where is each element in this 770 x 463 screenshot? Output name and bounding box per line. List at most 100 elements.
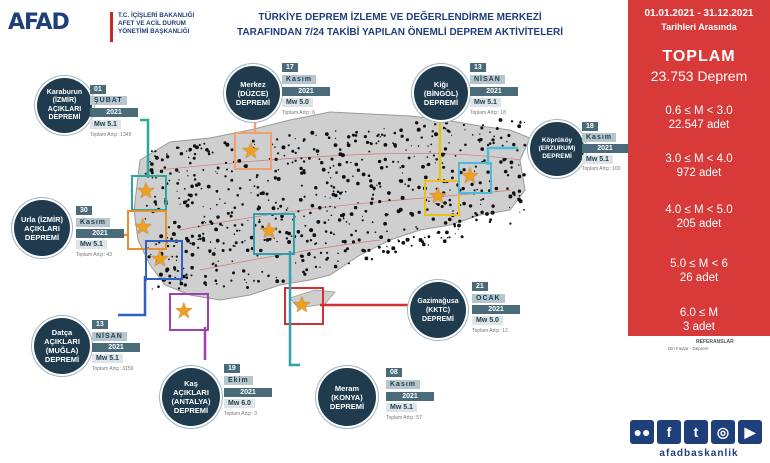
- earthquake-dot: [377, 140, 380, 143]
- erzurum-card[interactable]: Köprüköy (ERZURUM) DEPREMİ: [530, 122, 584, 176]
- earthquake-dot: [197, 234, 202, 238]
- konya-card[interactable]: Meram (KONYA) DEPREMİ: [318, 368, 376, 426]
- earthquake-dot: [224, 175, 227, 178]
- earthquake-dot: [204, 283, 207, 287]
- earthquake-dot: [377, 245, 381, 249]
- earthquake-dot: [434, 132, 438, 137]
- earthquake-dot: [391, 246, 396, 251]
- star-icon[interactable]: ★: [460, 163, 480, 188]
- bingol-card[interactable]: Kiğı (BİNGÖL) DEPREMİ: [414, 66, 468, 120]
- earthquake-dot: [190, 252, 195, 257]
- earthquake-dot: [177, 146, 180, 149]
- earthquake-dot: [242, 269, 246, 273]
- quake-month: OCAK: [472, 294, 505, 303]
- earthquake-dot: [443, 201, 447, 205]
- earthquake-dot: [219, 198, 221, 200]
- quake-month: Kasım: [282, 75, 317, 84]
- star-icon[interactable]: ★: [136, 178, 156, 203]
- earthquake-dot: [294, 138, 296, 140]
- earthquake-dot: [267, 274, 270, 278]
- instagram-icon[interactable]: ◎: [711, 420, 735, 444]
- earthquake-dot: [160, 158, 164, 162]
- earthquake-dot: [314, 186, 318, 190]
- earthquake-dot: [340, 153, 345, 158]
- earthquake-dot: [241, 203, 244, 206]
- quake-year: 2021: [582, 144, 628, 153]
- earthquake-dot: [204, 274, 207, 278]
- youtube-icon[interactable]: ▶: [738, 420, 762, 444]
- earthquake-dot: [388, 198, 391, 202]
- quake-month: Ekim: [224, 376, 253, 385]
- earthquake-dot: [399, 166, 402, 169]
- earthquake-dot: [400, 134, 404, 138]
- earthquake-dot: [173, 266, 176, 270]
- facebook-icon[interactable]: f: [657, 420, 681, 444]
- earthquake-dot: [274, 169, 277, 173]
- earthquake-dot: [171, 232, 176, 237]
- earthquake-dot: [504, 158, 507, 161]
- earthquake-dot: [493, 135, 496, 138]
- earthquake-dot: [519, 120, 522, 123]
- earthquake-dot: [518, 164, 520, 166]
- quake-year: 2021: [76, 229, 124, 238]
- urla-card[interactable]: Urla (İZMİR) AÇIKLARI DEPREMİ: [14, 200, 70, 256]
- earthquake-dot: [367, 130, 370, 133]
- earthquake-dot: [319, 266, 321, 268]
- quake-year: 2021: [386, 392, 434, 401]
- duzce-card[interactable]: Merkez (DÜZCE) DEPREMİ: [226, 66, 280, 120]
- earthquake-dot: [480, 126, 484, 130]
- earthquake-dot: [392, 142, 394, 144]
- earthquake-dot: [193, 152, 197, 156]
- flickr-icon[interactable]: ●●: [630, 420, 654, 444]
- earthquake-dot: [253, 279, 255, 282]
- datca-card[interactable]: Datça AÇIKLARI (MUĞLA) DEPREMİ: [34, 318, 90, 374]
- kas-card[interactable]: Kaş AÇIKLARI (ANTALYA) DEPREMİ: [162, 368, 220, 426]
- earthquake-dot: [175, 255, 178, 258]
- star-icon[interactable]: ★: [259, 218, 279, 243]
- earthquake-dot: [175, 259, 178, 262]
- star-icon[interactable]: ★: [133, 214, 153, 239]
- earthquake-dot: [416, 127, 421, 132]
- earthquake-dot: [144, 218, 147, 220]
- earthquake-dot: [453, 223, 456, 226]
- leader-lines: [118, 118, 518, 367]
- twitter-icon[interactable]: t: [684, 420, 708, 444]
- earthquake-dot: [168, 281, 172, 285]
- earthquake-dot: [264, 227, 267, 231]
- earthquake-dot: [516, 149, 519, 152]
- earthquake-dot: [393, 131, 397, 135]
- earthquake-dot: [517, 197, 522, 202]
- earthquake-dot: [379, 185, 382, 188]
- earthquake-dot: [382, 250, 385, 253]
- star-icon[interactable]: ★: [428, 183, 448, 208]
- star-icon[interactable]: ★: [150, 246, 170, 271]
- earthquake-dot: [183, 187, 186, 190]
- quake-magnitude: Mw 5.1: [92, 354, 123, 363]
- earthquake-dot: [448, 217, 452, 222]
- earthquake-dot: [243, 278, 246, 281]
- earthquake-dot: [274, 201, 277, 204]
- earthquake-dot: [442, 165, 446, 169]
- earthquake-dot: [185, 273, 188, 276]
- earthquake-dot: [212, 252, 216, 256]
- star-icon[interactable]: ★: [241, 138, 261, 163]
- quake-magnitude: Mw 5.1: [76, 240, 107, 249]
- quake-aftershocks: Toplam Artçı: 100: [582, 166, 621, 172]
- kktc-card[interactable]: Gazimağusa (KKTC) DEPREMİ: [410, 282, 466, 338]
- earthquake-dot: [458, 219, 462, 223]
- earthquake-dot: [337, 252, 339, 255]
- earthquake-dot: [202, 206, 204, 208]
- earthquake-dot: [185, 203, 190, 208]
- datca-box: [145, 240, 183, 280]
- star-icon[interactable]: ★: [174, 298, 194, 323]
- earthquake-dot: [475, 213, 479, 217]
- earthquake-dot: [420, 136, 423, 139]
- earthquake-dot: [251, 139, 255, 143]
- star-icon[interactable]: ★: [292, 292, 312, 317]
- earthquake-dot: [209, 220, 213, 224]
- karaburun-card[interactable]: Karaburun (İZMİR) AÇIKLARI DEPREMİ: [37, 78, 92, 133]
- earthquake-dot: [507, 133, 511, 138]
- earthquake-dot: [334, 193, 338, 198]
- earthquake-dot: [435, 202, 438, 205]
